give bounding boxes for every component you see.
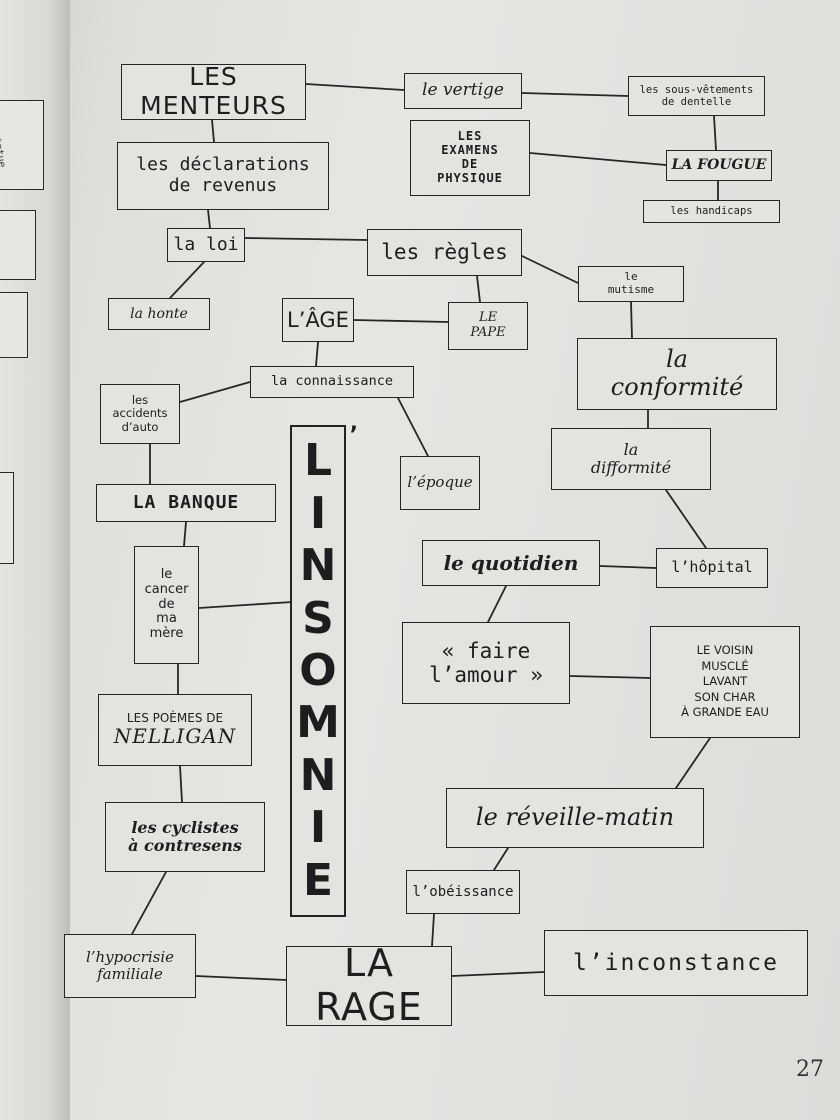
fragment-box-3: ble [0,292,28,358]
line-quotidien-hopital [599,565,657,569]
title-letter-3: N [299,540,337,592]
line-sousvetements-fougue [713,115,717,151]
line-regles-pape [476,275,481,303]
node-le-cancer: le cancer de ma mère [134,546,199,664]
line-declarations-loi [207,209,211,229]
node-le-quotidien: le quotidien [422,540,600,586]
line-loi-honte [169,261,205,299]
node-la-loi: la loi [167,228,245,262]
line-banque-cancer [183,521,187,547]
node-le-reveille-matin: le réveille-matin [446,788,704,848]
node-l-hopital: l’hôpital [656,548,768,588]
line-poemes-cyclistes [179,765,183,803]
title-linsomnie: L I N S O M N I E ’ [290,423,358,917]
fragment-box-2: mique [0,210,36,280]
line-hypocrisie-rage [195,975,287,981]
node-la-difformite: la difformité [551,428,711,490]
title-letter-9: E [302,854,334,906]
line-mutisme-conformite [630,301,633,339]
node-l-inconstance: l’inconstance [544,930,808,996]
node-l-hypocrisie: l’hypocrisie familiale [64,934,196,998]
node-sous-vetements: les sous-vêtements de dentelle [628,76,765,116]
line-menteurs-vertige [305,83,405,91]
node-la-fougue: LA FOUGUE [666,150,772,181]
node-la-rage: LA RAGE [286,941,452,1029]
line-loi-regles [244,237,368,241]
node-faire-l-amour: « faire l’amour » [402,622,570,704]
node-le-mutisme: le mutisme [578,266,684,302]
node-les-menteurs: LES MENTEURS [121,62,306,120]
poemes-prefix: LES POÈMES DE [126,710,224,725]
facing-page-edge: statue mique ble [0,0,70,1120]
line-menteurs-declarations [211,119,215,143]
line-voisin-reveil [675,737,711,789]
line-difformite-hopital [665,489,707,549]
line-faire-voisin [569,675,651,679]
node-les-cyclistes: les cyclistes à contresens [105,802,265,872]
title-letter-2: I [309,487,327,539]
line-rage-inconstance [451,971,545,977]
node-l-age: L’ÂGE [282,298,354,342]
line-age-connaissance [315,341,319,367]
fragment-box-1: statue [0,100,44,190]
title-letter-6: M [296,697,340,749]
line-cancer-insomnie [198,601,293,609]
node-poemes-nelligan: LES POÈMES DE NELLIGAN [98,694,252,766]
line-connaissance-epoque [397,397,429,457]
fragment-box-4 [0,472,14,564]
line-reveil-obeissance [493,847,509,871]
node-accidents-auto: les accidents d’auto [100,384,180,444]
line-obeissance-rage [431,913,435,947]
node-les-regles: les règles [367,229,522,276]
node-l-obeissance: l’obéissance [406,870,520,914]
node-l-epoque: l’époque [400,456,480,510]
title-letter-8: I [309,802,327,854]
page-number: 27 [796,1057,824,1082]
line-examens-fougue [529,152,667,166]
node-les-handicaps: les handicaps [643,200,780,223]
node-le-voisin: LE VOISIN MUSCLÉ LAVANT SON CHAR À GRAND… [650,626,800,738]
poemes-name: NELLIGAN [113,724,237,749]
node-la-connaissance: la connaissance [250,366,414,398]
node-le-pape: LE PAPE [448,302,528,350]
line-quotidien-faire [487,585,507,623]
line-connaissance-accidents [179,381,251,403]
title-letter-5: O [299,644,337,696]
node-la-honte: la honte [108,298,210,330]
node-declarations-revenus: les déclarations de revenus [117,142,329,210]
node-le-vertige: le vertige [404,73,522,109]
line-cyclistes-hypocrisie [131,871,167,935]
node-examens-physique: LES EXAMENS DE PHYSIQUE [410,120,530,196]
line-age-pape [353,319,449,323]
title-letter-4: S [302,592,334,644]
line-regles-mutisme [521,255,579,284]
title-apostrophe: ’ [349,423,358,448]
node-la-banque: LA BANQUE [96,484,276,522]
line-vertige-sousvetements [521,92,629,97]
title-letter-7: N [299,749,337,801]
node-la-conformite: la conformité [577,338,777,410]
title-letter-1: L [303,435,333,487]
